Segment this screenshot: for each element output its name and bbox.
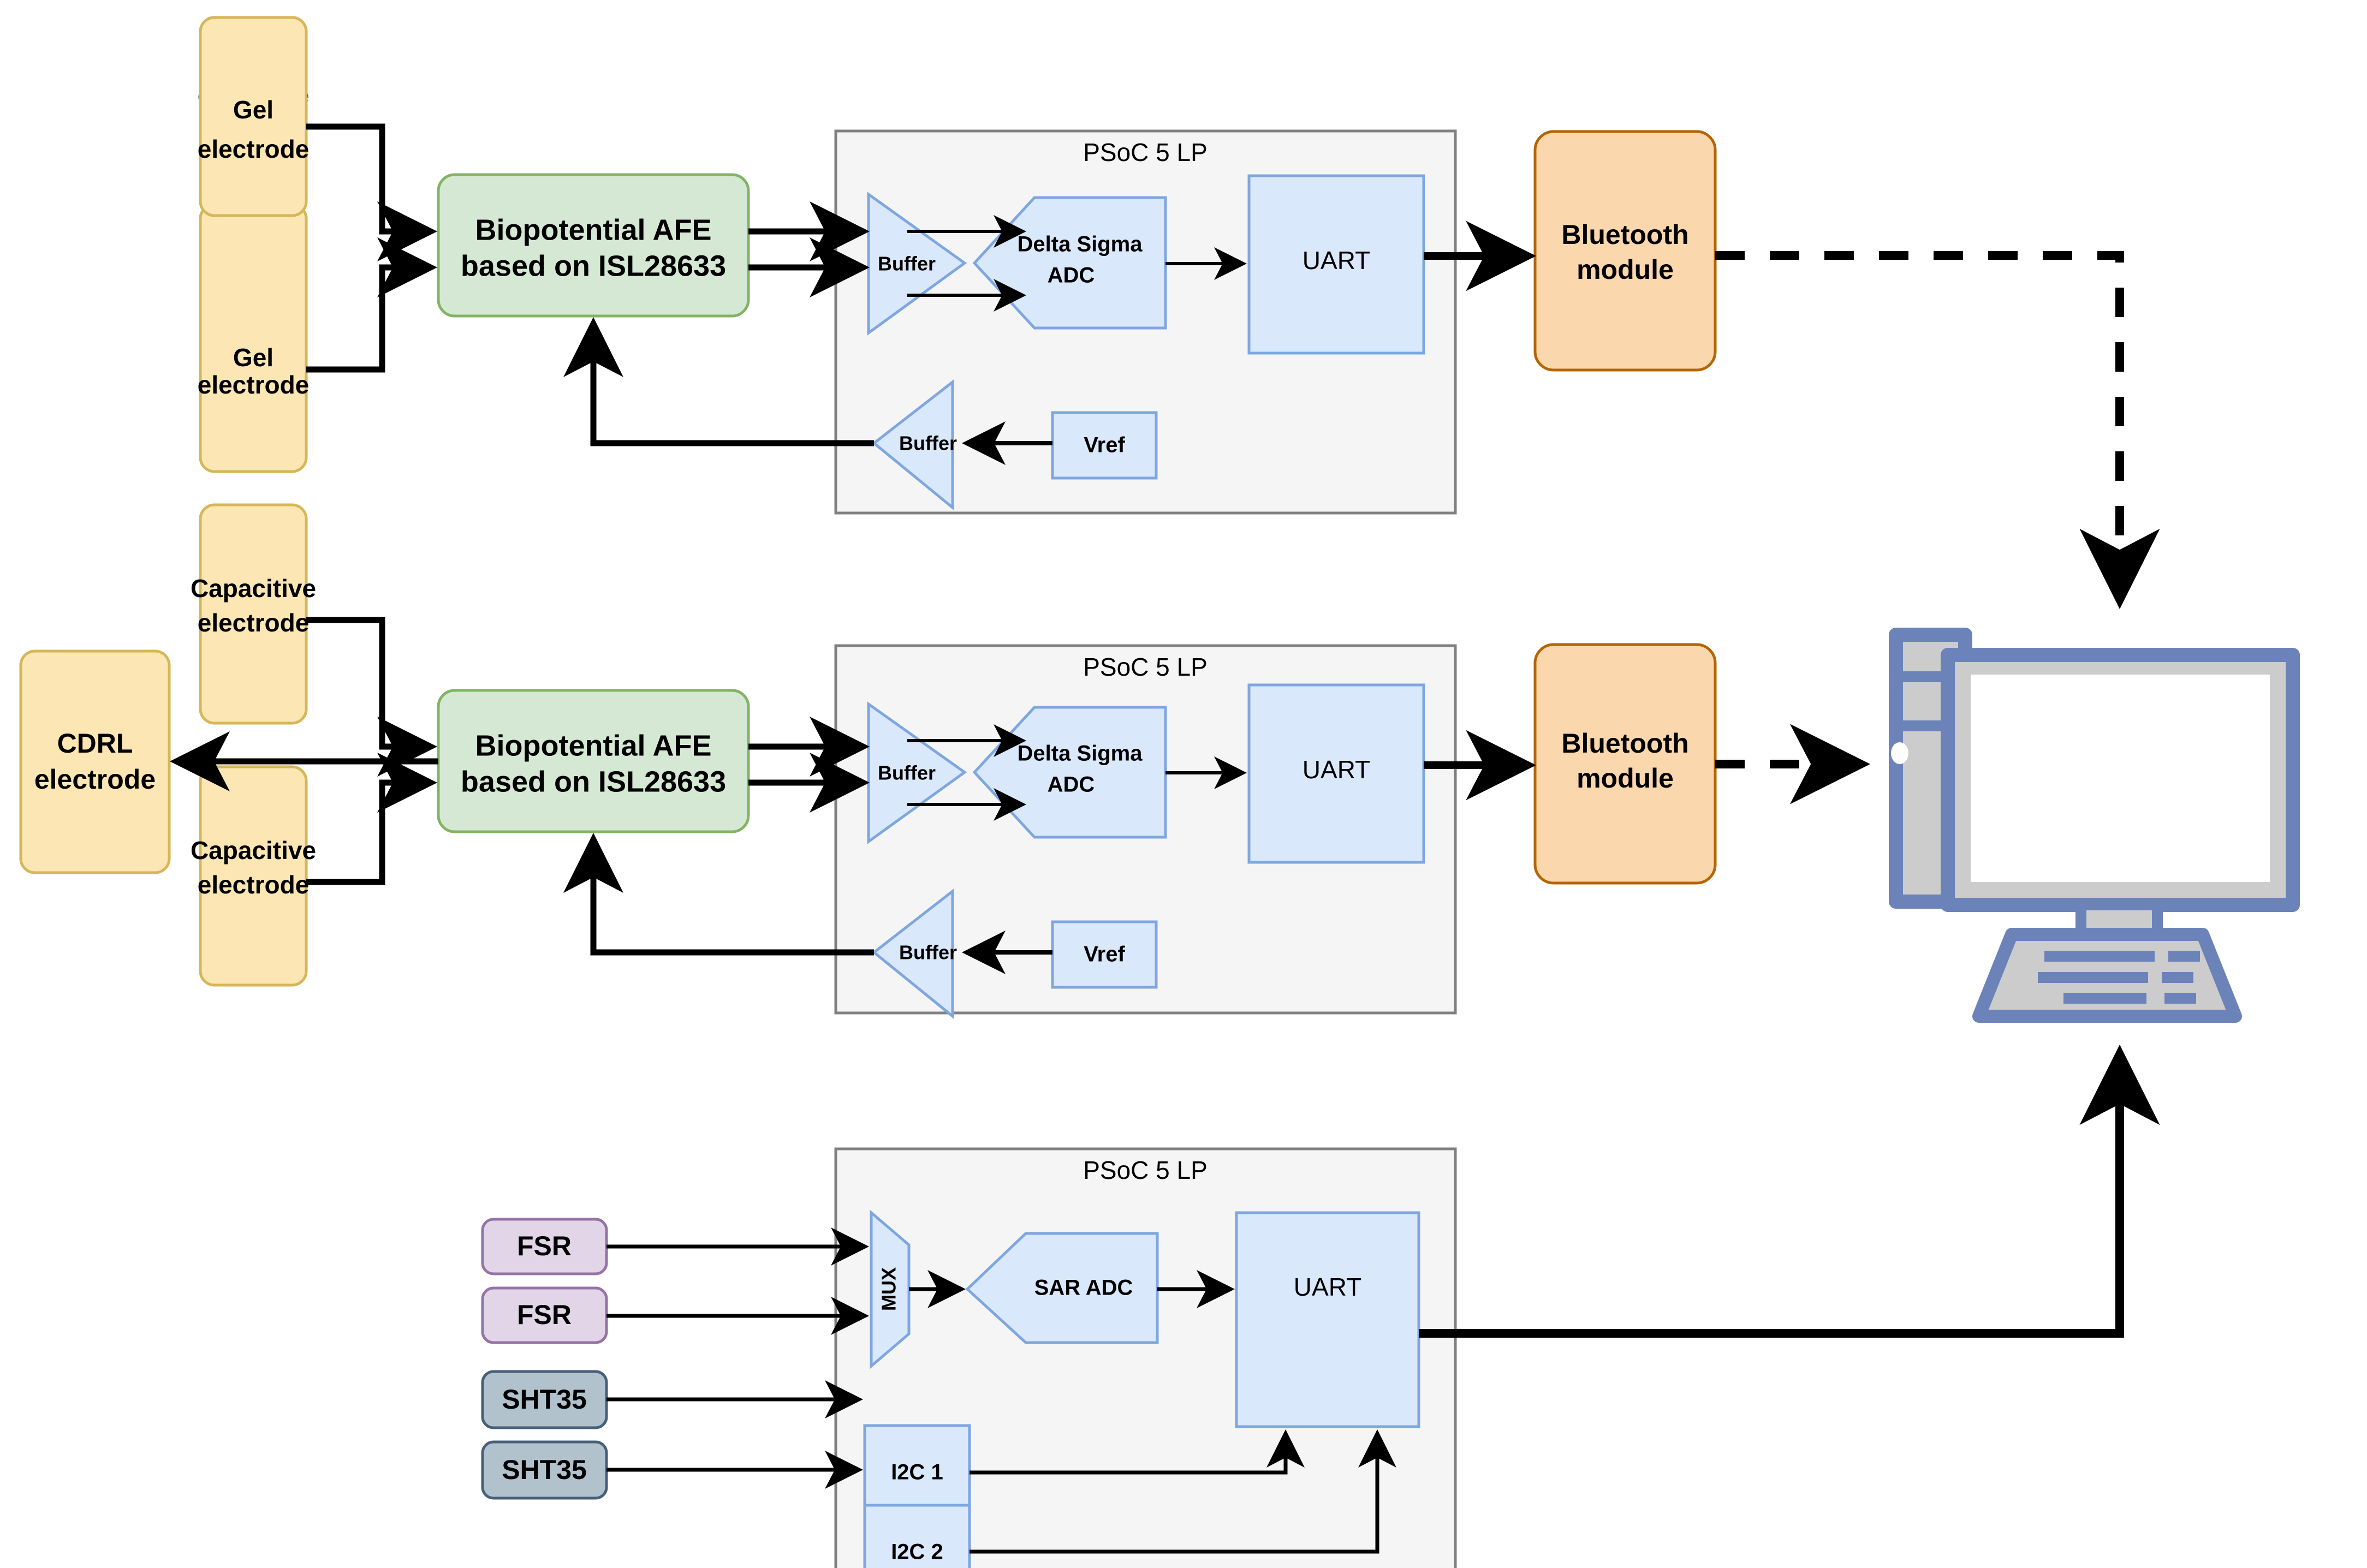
vref-middle-shape: [1051, 920, 1158, 989]
vref-buffer-middle[interactable]: Buffer: [871, 888, 957, 1020]
computer-monitor-icon: [1941, 648, 2300, 912]
wired-link-sensor-to-computer: [1419, 1044, 2160, 1338]
i2c-1-block-label: I2C 1: [891, 1460, 943, 1484]
uart-top-shape: [1247, 174, 1425, 355]
uart-sensor[interactable]: UART: [1235, 1211, 1420, 1428]
electrode-gel-2-text-1: Gel: [233, 343, 273, 372]
vref-middle-label: Vref: [1084, 943, 1125, 967]
electrode-capacitive-2-label-2: electrode: [198, 871, 310, 899]
sar-adc-block[interactable]: SAR ADC: [965, 1232, 1159, 1344]
electrode-gel-1-text-2: electrode: [198, 135, 310, 163]
wire-cap1-to-afe: [306, 617, 437, 777]
sensor-fsr-1-label: FSR: [517, 1231, 572, 1261]
vref-buffer-top[interactable]: Buffer: [871, 379, 957, 511]
bluetooth-module-bottom[interactable]: Bluetooth module: [1533, 643, 1717, 885]
vref-buffer-middle-label: Buffer: [899, 941, 957, 964]
uart-middle[interactable]: UART: [1247, 683, 1425, 864]
afe-block-bottom[interactable]: Biopotential AFE based on ISL28633: [437, 689, 750, 833]
vref-buffer-top-label: Buffer: [899, 432, 957, 455]
computer-keyboard-icon: [1972, 928, 2242, 1023]
vref-top-label: Vref: [1084, 433, 1125, 457]
wires-psoc-middle: [563, 717, 1247, 974]
delta-sigma-adc-top-label-1: Delta Sigma: [1018, 232, 1143, 257]
wire-gel1-to-afe: [306, 123, 437, 261]
electrode-cdrl[interactable]: CDRL electrode: [19, 649, 171, 874]
wires-sensor-block: [606, 1227, 1396, 1554]
vref-top-shape: [1051, 411, 1158, 480]
uart-sensor-label: UART: [1294, 1273, 1361, 1301]
desktop-computer-icon[interactable]: [1889, 628, 2300, 1023]
afe-block-top-label-2: based on ISL28633: [461, 249, 726, 282]
delta-sigma-adc-top-label-2: ADC: [1048, 264, 1095, 288]
wires-psoc-top: [563, 201, 1247, 465]
sensor-sht35-1-label: SHT35: [502, 1384, 587, 1415]
mux-block-shape: [870, 1209, 911, 1369]
bluetooth-module-top-label-2: module: [1577, 254, 1674, 285]
afe-block-top[interactable]: Biopotential AFE based on ISL28633: [437, 173, 750, 318]
electrode-gel-1-body: [199, 16, 308, 217]
electrode-capacitive-2[interactable]: Capacitive electrode: [191, 765, 316, 987]
wire-cap2-to-afe: [306, 753, 437, 885]
electrode-gel-1-text-1: Gel: [233, 96, 273, 124]
electrode-cdrl-label-1: CDRL: [57, 728, 133, 759]
electrode-capacitive-1[interactable]: Capacitive electrode: [191, 503, 316, 725]
buffer-middle-label: Buffer: [878, 762, 936, 784]
psoc-container-middle-title: PSoC 5 LP: [1083, 653, 1208, 681]
delta-sigma-adc-middle-label-2: ADC: [1048, 773, 1095, 797]
vref-middle[interactable]: Vref: [1051, 920, 1158, 989]
mux-block[interactable]: MUX: [870, 1209, 911, 1369]
wire-gel2-to-afe: [306, 237, 437, 373]
psoc-container-sensor-title: PSoC 5 LP: [1083, 1156, 1208, 1184]
afe-block-top-label-1: Biopotential AFE: [475, 213, 712, 246]
uart-top[interactable]: UART: [1247, 174, 1425, 355]
wireless-link-top: [1715, 251, 2160, 610]
delta-sigma-adc-middle-label-1: Delta Sigma: [1018, 742, 1143, 766]
electrode-capacitive-1-label-2: electrode: [198, 609, 310, 637]
bluetooth-module-bottom-label-2: module: [1577, 763, 1674, 794]
electrode-capacitive-2-label-1: Capacitive: [191, 836, 316, 865]
sensor-fsr-1[interactable]: FSR: [481, 1218, 608, 1275]
buffer-top-label: Buffer: [878, 253, 936, 275]
afe-block-bottom-label-2: based on ISL28633: [461, 765, 726, 798]
electrode-gel-2-body: [199, 203, 308, 473]
afe-block-top-shape: [437, 173, 750, 318]
electrode-capacitive-1-shape: [199, 503, 308, 725]
vref-buffer-middle-shape: [871, 888, 954, 1020]
uart-top-label: UART: [1303, 246, 1370, 275]
electrode-capacitive-1-label-1: Capacitive: [191, 574, 316, 603]
psoc-container-top-title: PSoC 5 LP: [1083, 138, 1208, 166]
sar-adc-block-label: SAR ADC: [1034, 1276, 1133, 1300]
bluetooth-module-top-label-1: Bluetooth: [1561, 219, 1688, 250]
electrode-capacitive-2-shape: [199, 765, 308, 987]
sensor-fsr-2[interactable]: FSR: [481, 1286, 608, 1344]
sensor-sht35-2-label: SHT35: [502, 1454, 587, 1485]
bluetooth-module-top[interactable]: Bluetooth module: [1533, 130, 1717, 372]
bluetooth-module-bottom-label-1: Bluetooth: [1561, 728, 1688, 759]
i2c-2-block-label: I2C 2: [891, 1540, 943, 1564]
electrode-cdrl-label-2: electrode: [34, 764, 156, 795]
bluetooth-module-top-shape: [1533, 130, 1717, 372]
sensor-sht35-2[interactable]: SHT35: [481, 1440, 608, 1500]
sar-adc-block-shape: [965, 1232, 1159, 1344]
mux-block-label: MUX: [878, 1267, 900, 1311]
afe-block-bottom-label-1: Biopotential AFE: [475, 729, 712, 762]
electrode-gel-2-text-2: electrode: [198, 371, 310, 399]
electrode-cdrl-shape: [19, 649, 171, 874]
sensor-fsr-2-label: FSR: [517, 1299, 572, 1330]
uart-middle-shape: [1247, 683, 1425, 864]
sensor-sht35-1[interactable]: SHT35: [481, 1370, 608, 1429]
i2c-2-block[interactable]: I2C 2: [863, 1504, 971, 1568]
uart-sensor-shape: [1235, 1211, 1420, 1428]
uart-middle-label: UART: [1303, 755, 1370, 784]
vref-buffer-top-shape: [871, 379, 954, 511]
vref-top[interactable]: Vref: [1051, 411, 1158, 480]
